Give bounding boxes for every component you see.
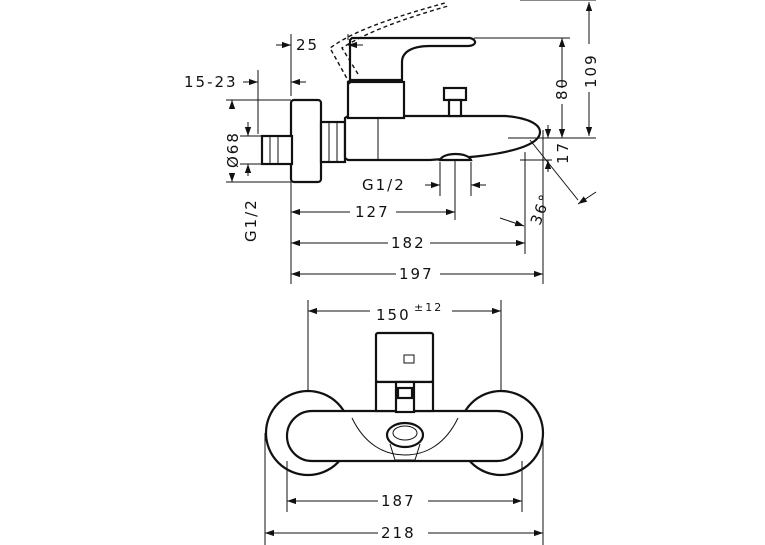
diverter-knob [442,86,468,102]
handle-rotation-ghost [329,2,446,85]
spout-aerator [438,152,473,162]
dim-36deg: 36° [527,191,555,228]
dim-109: 109 [582,53,600,88]
dim-187: 187 [381,492,416,510]
dim-25: 25 [296,36,319,54]
front-aerator [385,421,425,449]
dim-17: 17 [554,141,572,164]
inlet-connector [260,134,294,166]
front-view: 150 ±12 187 218 [264,300,545,545]
lever-handle [348,36,477,82]
dim-g12-bottom: G1/2 [362,176,406,194]
dim-150: 150 [376,306,411,324]
dim-150-tolerance: ±12 [414,301,443,314]
dim-197: 197 [399,265,434,283]
dim-g12-left: G1/2 [242,198,260,242]
dim-127: 127 [355,203,390,221]
dim-dia68: Ø68 [224,131,242,168]
cartridge-housing [346,80,406,120]
dim-15-23: 15-23 [184,73,238,91]
dim-182: 182 [391,234,426,252]
dim-218: 218 [381,524,416,542]
wall-flange [289,98,323,184]
side-view: 25 15-23 Ø68 G1/2 G1/2 127 18 [184,0,600,284]
eccentric-nut [319,120,347,164]
dim-80: 80 [553,77,571,100]
